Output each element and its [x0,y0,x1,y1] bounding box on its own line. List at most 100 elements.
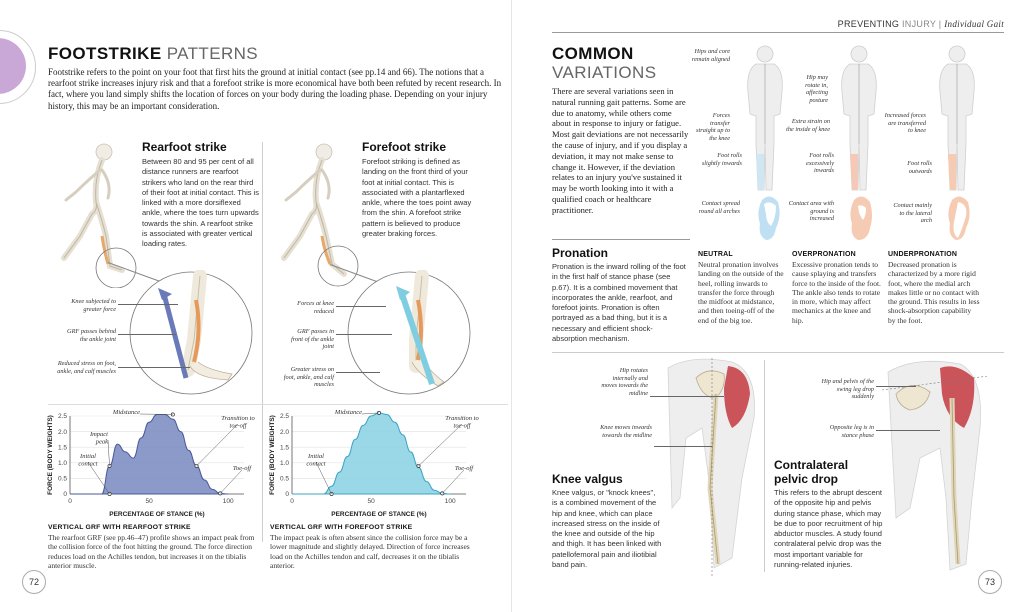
forefoot-chart-caption-body: The impact peak is often absent since th… [270,533,470,570]
chart-data-point [426,481,427,482]
chart-data-point [141,437,142,438]
chart-annotation-leader [315,461,332,495]
pronation-heading: Pronation [552,246,608,260]
rearfoot-leader-3 [118,367,190,368]
chart-annotation-label: Toe-off [455,465,474,472]
neutral-note-roll: Foot rolls slightly inwards [701,152,742,167]
overpronation-note-hip: Hip may rotate in, affecting posture [805,74,828,104]
knee-valgus-heading: Knee valgus [552,472,623,486]
rearfoot-chart-caption-body: The rearfoot GRF (see pp.46–47) profile … [48,533,255,570]
rearfoot-leader-2 [118,334,176,335]
chart-xtick-label: 0 [290,498,294,505]
chart-data-point [117,443,118,444]
chart-data-point [307,493,308,494]
chart-ytick-label: 2.0 [58,429,67,436]
rearfoot-leg-zoom [129,270,253,395]
chart-annotation-label: Midstance [112,409,140,416]
page-title-right-light: VARIATIONS [552,63,657,82]
underpronation-footprint [948,196,970,240]
chart-ytick-label: 1.5 [280,444,289,451]
pelvic-drop-leader-1 [876,386,916,387]
pelvic-drop-body: This refers to the abrupt descent of the… [774,488,883,570]
chart-ylabel: FORCE (BODY WEIGHTS) [269,415,276,495]
overpronation-note-contact: Contact area with ground is increased [788,200,834,223]
chart-annotation-leader [87,461,110,495]
neutral-note-contact: Contact spread round all arches [698,200,740,215]
page-gutter [511,0,512,612]
chart-ytick-label: 0 [285,491,289,498]
chart-data-point [410,451,411,452]
chart-annotation-label: Toe-off [233,465,252,472]
rearfoot-note-stress: Reduced stress on foot, ankle, and calf … [57,360,116,375]
underpronation-heading: UNDERPRONATION [888,251,958,258]
chart-ytick-label: 2.5 [280,413,289,420]
neutral-figure [747,45,783,191]
chart-ytick-label: 2.0 [280,429,289,436]
knee-valgus-note-hip: Hip rotates internally and moves towards… [601,367,648,397]
chart-ytick-label: 1.0 [280,460,289,467]
chart-ytick-label: 2.5 [58,413,67,420]
chart-data-point [188,450,189,451]
pelvic-drop-leader-2 [876,430,940,431]
chart-data-point [355,439,356,440]
forefoot-runner-illustration [281,143,359,287]
chart-data-point [228,493,229,494]
forefoot-heading: Forefoot strike [362,140,447,154]
underpronation-note-roll: Foot rolls outwards [907,160,932,175]
overpronation-figure [841,45,877,191]
knee-valgus-leader-1 [650,396,724,397]
forefoot-leader-2 [336,334,392,335]
forefoot-chart-caption-heading: VERTICAL GRF WITH FOREFOOT STRIKE [270,524,413,531]
neutral-footprint [758,196,780,240]
chart-data-point [125,451,126,452]
chart-data-point [291,493,292,494]
pelvic-drop-note-hip: Hip and pelvis of the swing leg drop sud… [821,378,874,401]
rearfoot-chart-caption-heading: VERTICAL GRF WITH REARFOOT STRIKE [48,524,191,531]
chart-data-point [323,493,324,494]
rearfoot-body: Between 80 and 95 per cent of all distan… [142,157,260,249]
chart-data-point [93,493,94,494]
page-title-right-bold: COMMON [552,44,634,63]
knee-valgus-note-knee: Knee moves inwards towards the midline [600,424,652,439]
knee-valgus-body: Knee valgus, or "knock knees", is a comb… [552,488,662,570]
chart-annotation-label: Midstance [334,409,362,416]
pelvic-drop-heading-2: pelvic drop [774,472,839,486]
pronation-body: Pronation is the inward rolling of the f… [552,262,686,344]
chart-xlabel: PERCENTAGE OF STANCE (%) [109,511,204,518]
knee-valgus-leader-2 [654,446,712,447]
chart-ytick-label: 0.5 [280,476,289,483]
chart-data-point [299,493,300,494]
chart-data-point [363,425,364,426]
chart-xtick-label: 100 [445,498,456,505]
chart-data-point [347,456,348,457]
forefoot-leader-3 [336,372,380,373]
chart-data-point [212,489,213,490]
lower-section-rule [552,352,1004,353]
underpronation-note-forces: Increased forces are transferred to knee [884,112,926,135]
neutral-note-forces: Forces transfer straight up to the knee [696,112,730,142]
chart-data-point [69,493,70,494]
chart-ytick-label: 0.5 [58,476,67,483]
chart-xtick-label: 0 [68,498,72,505]
page-number-left: 72 [22,570,46,594]
forefoot-note-grf: GRF passes in front of the ankle joint [291,328,334,351]
chart-ytick-label: 1.0 [58,460,67,467]
chart-data-point [339,472,340,473]
chart-annotation-leader [442,469,465,494]
intro-text-left: Footstrike refers to the point on your f… [48,67,502,111]
chart-data-point [394,422,395,423]
chart-xtick-label: 100 [223,498,234,505]
left-column-divider [262,142,263,542]
chart-top-rule [48,404,508,405]
rearfoot-note-knee: Knee subjected to greater force [71,298,116,313]
underpronation-note-contact: Contact mainly to the lateral arch [893,202,932,225]
chart-data-point [331,486,332,487]
forefoot-note-stress: Greater stress on foot, ankle, and calf … [283,366,334,389]
chart-data-point [133,458,134,459]
